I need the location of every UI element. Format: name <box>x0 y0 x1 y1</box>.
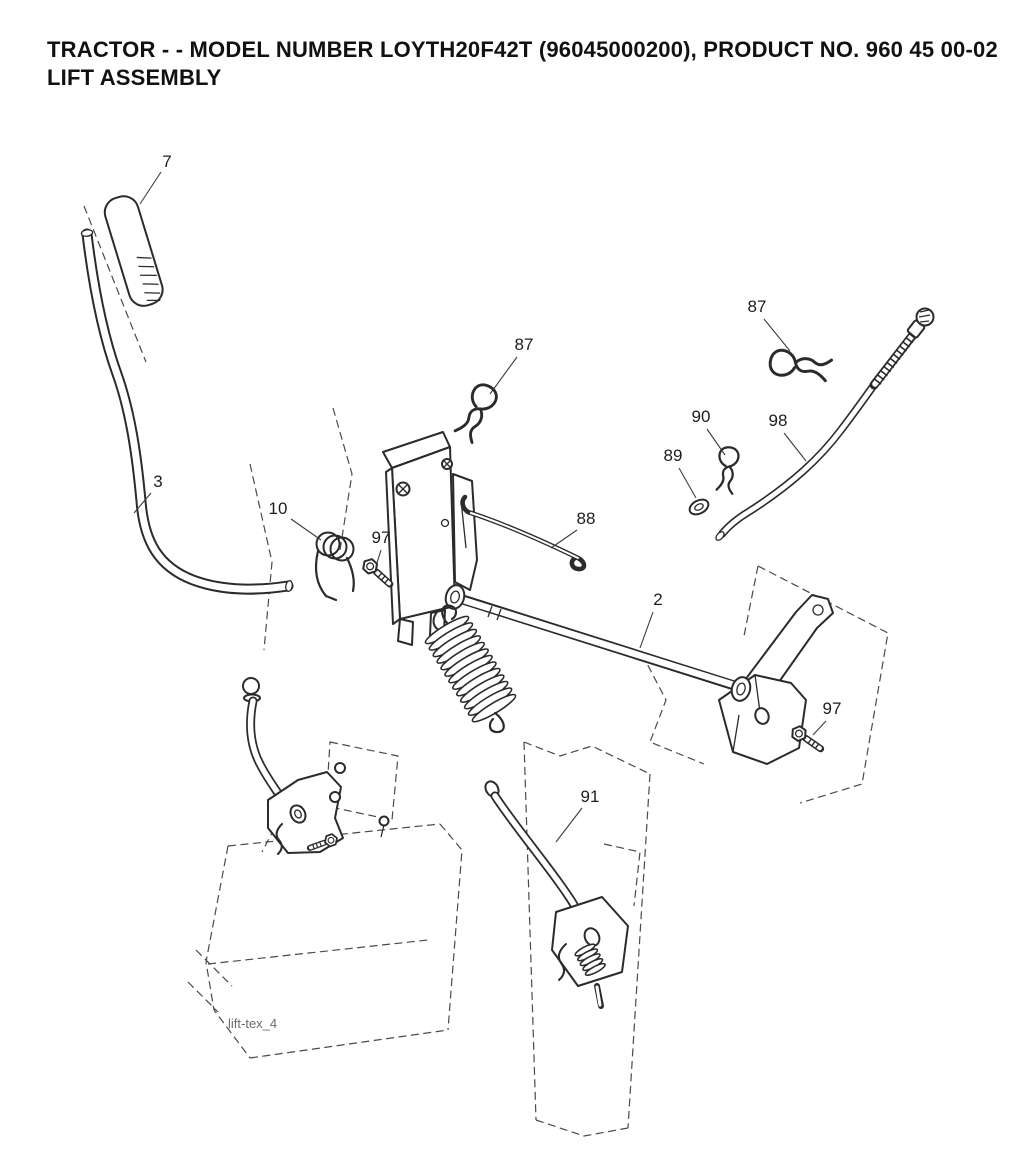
callout-part-98: 98 <box>769 411 807 462</box>
callout-label: 88 <box>577 509 596 528</box>
adjustment-link <box>715 307 935 541</box>
leader-line <box>763 318 791 352</box>
callout-part-7: 7 <box>139 152 172 205</box>
callout-label: 91 <box>581 787 600 806</box>
leader-line <box>375 549 382 567</box>
leader-line <box>290 518 322 541</box>
leader-line <box>639 611 654 649</box>
callout-part-88: 88 <box>550 509 596 549</box>
diagram-file-label: lift-tex_4 <box>228 1016 278 1031</box>
callout-label: 3 <box>153 472 162 491</box>
leader-line <box>550 529 578 549</box>
callout-part-89: 89 <box>664 446 697 499</box>
callout-label: 98 <box>769 411 788 430</box>
callout-label: 87 <box>515 335 534 354</box>
leader-line <box>139 171 162 205</box>
callout-label: 97 <box>823 699 842 718</box>
callout-label: 90 <box>692 407 711 426</box>
title-line-2: LIFT ASSEMBLY <box>47 65 222 90</box>
callout-part-90: 90 <box>692 407 726 456</box>
torsion-spring <box>315 531 355 602</box>
lift-shaft-bracket <box>382 431 478 646</box>
callout-label: 2 <box>653 590 662 609</box>
callout-label: 89 <box>664 446 683 465</box>
callout-part-87-left: 87 <box>489 335 534 395</box>
leader-line <box>812 720 827 736</box>
washer <box>688 498 710 516</box>
callout-part-3: 3 <box>133 472 163 514</box>
callout-part-97-lower: 97 <box>812 699 842 736</box>
leader-line <box>783 432 807 462</box>
callout-part-97-upper: 97 <box>372 528 391 567</box>
callout-part-91: 91 <box>555 787 600 843</box>
lift-shaft <box>453 593 747 693</box>
leader-line <box>489 356 518 395</box>
callout-part-2: 2 <box>639 590 663 649</box>
callout-label: 87 <box>748 297 767 316</box>
callout-part-87-right: 87 <box>748 297 791 352</box>
title-line-1: TRACTOR - - MODEL NUMBER LOYTH20F42T (96… <box>47 37 998 62</box>
phantom-outlines <box>83 205 889 1137</box>
lift-handle-rod <box>80 228 294 595</box>
leader-line <box>706 428 726 456</box>
rear-lift-link <box>484 780 629 1009</box>
page-title: TRACTOR - - MODEL NUMBER LOYTH20F42T (96… <box>47 36 998 92</box>
callout-label: 97 <box>372 528 391 547</box>
right-lift-arm-bracket <box>718 594 834 765</box>
left-suspension-arm <box>242 677 390 854</box>
leader-line <box>555 807 583 843</box>
leader-line <box>133 492 152 514</box>
retainer-clip <box>713 444 741 496</box>
callouts: 7 3 10 97 87 88 <box>133 152 842 843</box>
callout-label: 7 <box>162 152 171 171</box>
extension-spring <box>424 604 517 734</box>
callout-part-10: 10 <box>269 499 322 541</box>
lift-rod <box>460 494 587 572</box>
lift-handle-grip <box>103 195 164 307</box>
callout-label: 10 <box>269 499 288 518</box>
hairpin-clip-right <box>766 346 834 386</box>
leader-line <box>678 467 697 499</box>
